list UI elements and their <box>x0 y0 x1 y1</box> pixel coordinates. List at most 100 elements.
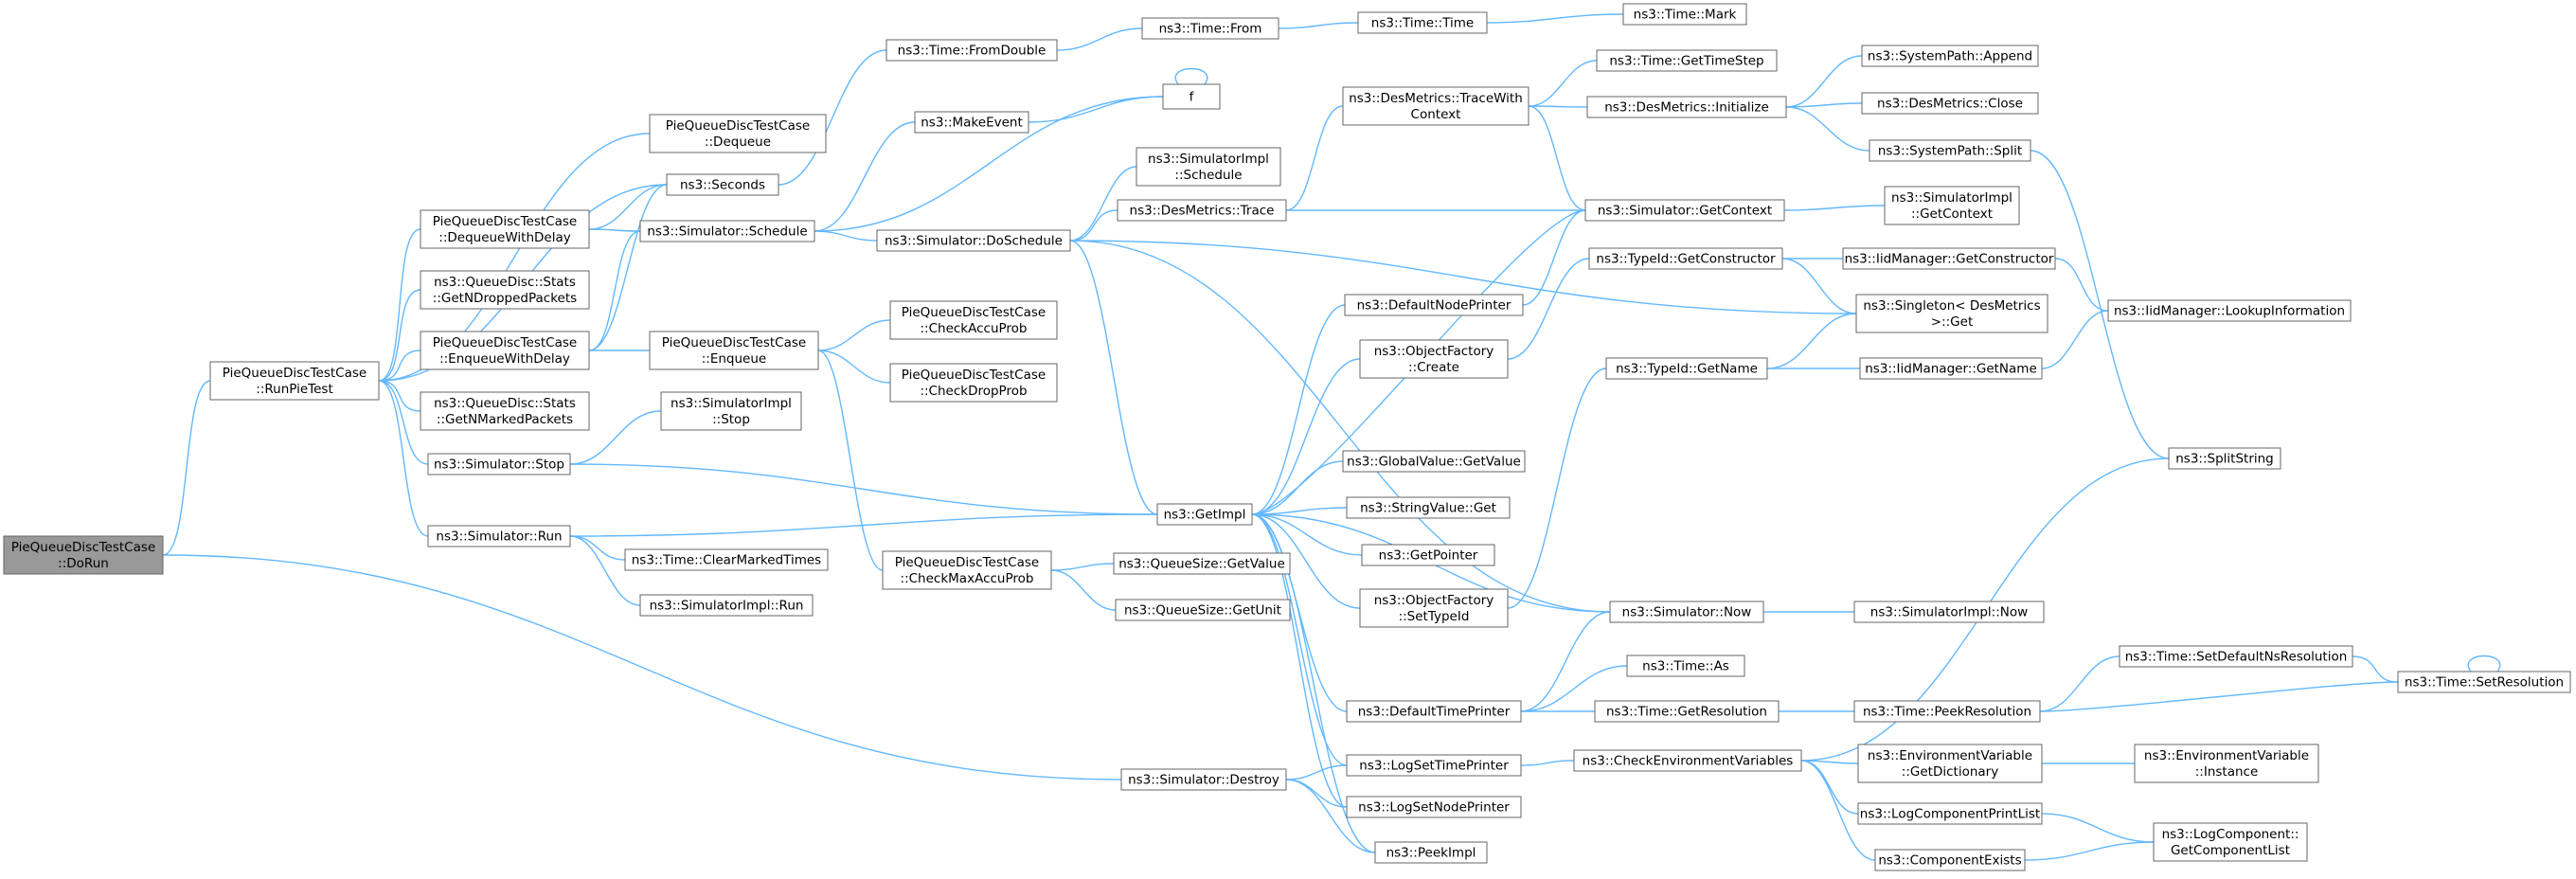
node-ns3-simulator-doschedule[interactable]: ns3::Simulator::DoSchedule <box>876 229 1071 252</box>
node-ns3-peekimpl[interactable]: ns3::PeekImpl <box>1374 841 1488 864</box>
node-label: ::EnqueueWithDelay <box>439 351 570 367</box>
node-ns3-simulatorimpl-stop[interactable]: ns3::SimulatorImpl::Stop <box>660 391 802 431</box>
node-ns3-queuedisc-stats-getndroppedpackets[interactable]: ns3::QueueDisc::Stats::GetNDroppedPacket… <box>420 270 590 310</box>
node-ns3-globalvalue-getvalue[interactable]: ns3::GlobalValue::GetValue <box>1342 450 1526 473</box>
node-ns3-stringvalue-get[interactable]: ns3::StringValue::Get <box>1346 496 1511 519</box>
node-ns3-time-gettimestep[interactable]: ns3::Time::GetTimeStep <box>1596 49 1778 72</box>
node-ns3-iidmanager-lookupinformation[interactable]: ns3::IidManager::LookupInformation <box>2107 299 2352 322</box>
node-ns3-logsetnodeprinter[interactable]: ns3::LogSetNodePrinter <box>1346 796 1522 818</box>
node-label: ns3::DefaultNodePrinter <box>1357 298 1512 314</box>
edge-n16-n23 <box>1056 27 1143 51</box>
node-box <box>1156 503 1253 526</box>
node-ns3-desmetrics-close[interactable]: ns3::DesMetrics::Close <box>1861 92 2039 115</box>
node-ns3-logcomponent-getcomponentlist[interactable]: ns3::LogComponent::GetComponentList <box>2153 822 2308 862</box>
node-ns3-environmentvariable-getdictionary[interactable]: ns3::EnvironmentVariable::GetDictionary <box>1857 744 2043 783</box>
node-ns3-simulator-now[interactable]: ns3::Simulator::Now <box>1609 601 1764 623</box>
node-box <box>1609 601 1764 623</box>
node-ns3-getimpl[interactable]: ns3::GetImpl <box>1156 503 1253 526</box>
node-box <box>427 525 571 547</box>
node-ns3-objectfactory-settypeid[interactable]: ns3::ObjectFactory::SetTypeId <box>1359 588 1509 628</box>
node-piequeuedisctestcase-dorun[interactable]: PieQueueDiscTestCase::DoRun <box>3 535 164 575</box>
node-box <box>1857 744 2043 783</box>
node-label: ns3::DesMetrics::Close <box>1877 97 2023 112</box>
node-label: ns3::SystemPath::Split <box>1878 144 2022 159</box>
node-ns3-time-as[interactable]: ns3::Time::As <box>1626 655 1745 677</box>
node-ns3-time-from[interactable]: ns3::Time::From <box>1141 17 1279 40</box>
node-ns3-makeevent[interactable]: ns3::MakeEvent <box>914 111 1029 134</box>
node-ns3-simulatorimpl-getcontext[interactable]: ns3::SimulatorImpl::GetContext <box>1884 186 2020 225</box>
node-ns3-queuesize-getvalue[interactable]: ns3::QueueSize::GetValue <box>1113 552 1291 575</box>
node-ns3-seconds[interactable]: ns3::Seconds <box>666 173 779 196</box>
node-ns3-systempath-append[interactable]: ns3::SystemPath::Append <box>1861 45 2039 67</box>
node-ns3-time-setdefaultnsresolution[interactable]: ns3::Time::SetDefaultNsResolution <box>2119 645 2353 668</box>
node-piequeuedisctestcase-checkaccuprob[interactable]: PieQueueDiscTestCase::CheckAccuProb <box>889 300 1058 340</box>
node-ns3-defaulttimeprinter[interactable]: ns3::DefaultTimePrinter <box>1346 700 1522 723</box>
node-ns3-time-clearmarkedtimes[interactable]: ns3::Time::ClearMarkedTimes <box>624 548 829 571</box>
node-box <box>1346 754 1522 777</box>
node-piequeuedisctestcase-enqueue[interactable]: PieQueueDiscTestCase::Enqueue <box>649 331 819 370</box>
node-ns3-desmetrics-initialize[interactable]: ns3::DesMetrics::Initialize <box>1586 96 1787 118</box>
node-ns3-time-peekresolution[interactable]: ns3::Time::PeekResolution <box>1853 700 2041 723</box>
node-piequeuedisctestcase-checkdropprob[interactable]: PieQueueDiscTestCase::CheckDropProb <box>889 363 1058 403</box>
node-box <box>882 550 1052 590</box>
edge-n24-n24 <box>1174 67 1208 85</box>
node-ns3-checkenvironmentvariables[interactable]: ns3::CheckEnvironmentVariables <box>1573 749 1802 772</box>
node-ns3-logcomponentprintlist[interactable]: ns3::LogComponentPrintList <box>1857 802 2043 825</box>
node-label: ::DoRun <box>58 556 109 571</box>
node-piequeuedisctestcase-runpietest[interactable]: PieQueueDiscTestCase::RunPieTest <box>209 361 380 401</box>
node-label: ns3::Time::SetDefaultNsResolution <box>2125 650 2348 665</box>
node-label: ::Enqueue <box>702 351 766 367</box>
node-box <box>1117 199 1287 222</box>
node-box <box>1594 700 1780 723</box>
node-ns3-typeid-getconstructor[interactable]: ns3::TypeId::GetConstructor <box>1588 247 1783 270</box>
node-ns3-queuedisc-stats-getnmarkedpackets[interactable]: ns3::QueueDisc::Stats::GetNMarkedPackets <box>420 391 590 431</box>
node-label: ns3::IidManager::GetConstructor <box>1845 252 2054 267</box>
node-label: ns3::Simulator::Run <box>436 529 562 545</box>
node-box <box>649 114 827 153</box>
node-label: ns3::SimulatorImpl::Now <box>1870 605 2028 620</box>
node-ns3-logsettimeprinter[interactable]: ns3::LogSetTimePrinter <box>1346 754 1522 777</box>
node-piequeuedisctestcase-enqueuewithdelay[interactable]: PieQueueDiscTestCase::EnqueueWithDelay <box>420 331 590 370</box>
node-ns3-simulator-run[interactable]: ns3::Simulator::Run <box>427 525 571 547</box>
node-ns3-time-mark[interactable]: ns3::Time::Mark <box>1622 3 1747 26</box>
node-ns3-time-getresolution[interactable]: ns3::Time::GetResolution <box>1594 700 1780 723</box>
node-ns3-iidmanager-getconstructor[interactable]: ns3::IidManager::GetConstructor <box>1842 247 2056 270</box>
node-label: ns3::ObjectFactory <box>1374 593 1494 608</box>
node-ns3-simulator-getcontext[interactable]: ns3::Simulator::GetContext <box>1584 199 1785 222</box>
node-ns3-time-fromdouble[interactable]: ns3::Time::FromDouble <box>886 39 1058 62</box>
node-box <box>1861 92 2039 115</box>
node-piequeuedisctestcase-dequeuewithdelay[interactable]: PieQueueDiscTestCase::DequeueWithDelay <box>420 209 590 249</box>
node-ns3-simulator-destroy[interactable]: ns3::Simulator::Destroy <box>1120 768 1287 791</box>
node-ns3-simulatorimpl-now[interactable]: ns3::SimulatorImpl::Now <box>1853 601 2045 623</box>
node-ns3-typeid-getname[interactable]: ns3::TypeId::GetName <box>1605 357 1768 380</box>
edge-n44-n52 <box>1785 55 1863 108</box>
node-box <box>624 548 829 571</box>
edge-n2-n6 <box>378 289 421 382</box>
node-label: ns3::DefaultTimePrinter <box>1358 705 1511 720</box>
node-ns3-getpointer[interactable]: ns3::GetPointer <box>1361 544 1495 566</box>
node-piequeuedisctestcase-dequeue[interactable]: PieQueueDiscTestCase::Dequeue <box>649 114 827 153</box>
node-ns3-time-setresolution[interactable]: ns3::Time::SetResolution <box>2397 671 2571 693</box>
node-label: ns3::MakeEvent <box>921 116 1023 131</box>
node-ns3-systempath-split[interactable]: ns3::SystemPath::Split <box>1869 139 2031 162</box>
node-ns3-simulator-schedule[interactable]: ns3::Simulator::Schedule <box>639 220 815 242</box>
node-ns3-desmetrics-trace[interactable]: ns3::DesMetrics::Trace <box>1117 199 1287 222</box>
node-ns3-simulatorimpl-schedule[interactable]: ns3::SimulatorImpl::Schedule <box>1136 147 1281 187</box>
node-box <box>1120 768 1287 791</box>
node-ns3-singleton-desmetrics-get[interactable]: ns3::Singleton< DesMetrics >::Get <box>1855 294 2048 333</box>
node-ns3-iidmanager-getname[interactable]: ns3::IidManager::GetName <box>1859 357 2043 380</box>
node-ns3-environmentvariable-instance[interactable]: ns3::EnvironmentVariable::Instance <box>2134 744 2319 783</box>
node-f[interactable]: f <box>1162 83 1221 110</box>
node-ns3-defaultnodeprinter[interactable]: ns3::DefaultNodePrinter <box>1344 294 1524 316</box>
node-ns3-time-time[interactable]: ns3::Time::Time <box>1357 11 1488 34</box>
node-ns3-componentexists[interactable]: ns3::ComponentExists <box>1874 849 2026 871</box>
edge-n31-n43 <box>1528 60 1598 107</box>
node-box <box>1342 450 1526 473</box>
node-ns3-simulatorimpl-run[interactable]: ns3::SimulatorImpl::Run <box>639 594 814 617</box>
node-ns3-splitstring[interactable]: ns3::SplitString <box>2168 447 2281 470</box>
node-piequeuedisctestcase-checkmaxaccuprob[interactable]: PieQueueDiscTestCase::CheckMaxAccuProb <box>882 550 1052 590</box>
node-ns3-simulator-stop[interactable]: ns3::Simulator::Stop <box>427 453 571 475</box>
node-ns3-objectfactory-create[interactable]: ns3::ObjectFactory::Create <box>1359 339 1509 379</box>
node-ns3-queuesize-getunit[interactable]: ns3::QueueSize::GetUnit <box>1115 599 1291 621</box>
